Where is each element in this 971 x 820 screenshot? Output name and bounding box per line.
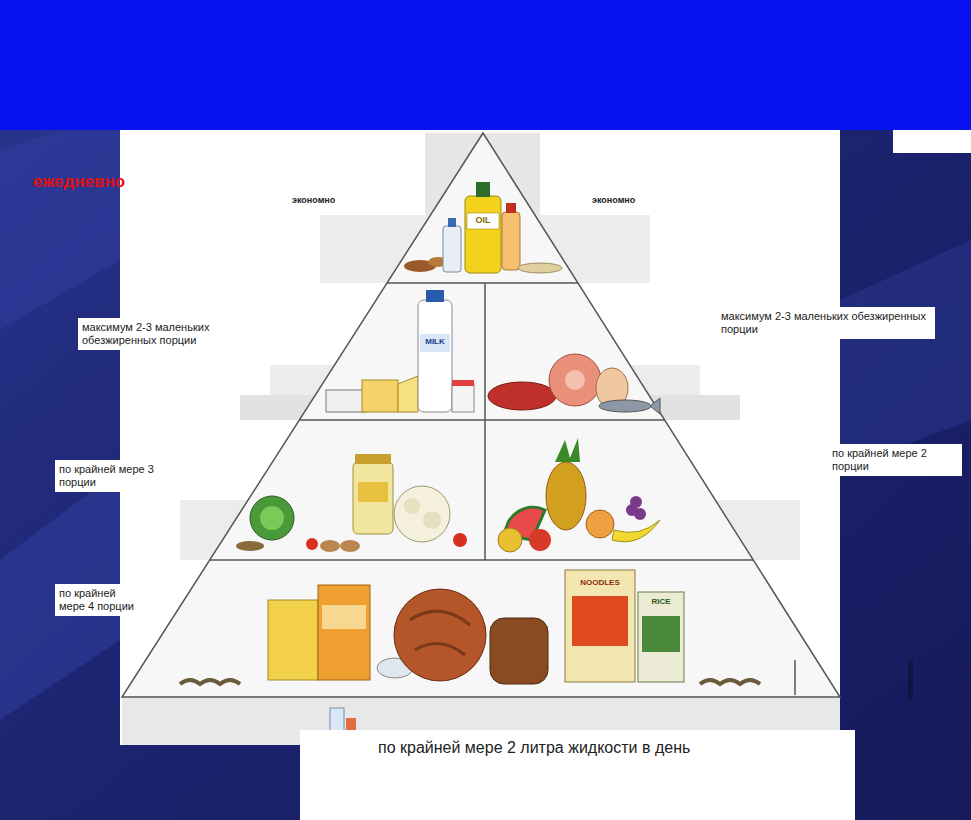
package-label: MILK xyxy=(421,337,449,346)
portion-note-box: максимум 2-3 маленьких обезжиренных порц… xyxy=(717,307,935,339)
package-label: NOODLES xyxy=(569,578,631,587)
portion-text: по крайней мере 2 литра жидкости в день xyxy=(378,738,847,757)
sparingly-note: экономно xyxy=(592,195,635,205)
portion-text: по крайней мере 2 порции xyxy=(832,447,958,473)
portion-note-box: по крайней мере 3 порции xyxy=(55,460,195,492)
portion-text: максимум 2-3 маленьких обезжиренных порц… xyxy=(721,310,931,336)
sparingly-note: экономно xyxy=(292,195,335,205)
portion-note-box: по крайней мере 4 порции xyxy=(55,584,147,616)
portion-note-box: по крайней мере 2 порции xyxy=(828,444,962,476)
portion-note-box: по крайней мере 2 литра жидкости в день xyxy=(300,730,855,820)
portion-text: по крайней мере 4 порции xyxy=(59,587,143,613)
portion-text: по крайней мере 3 порции xyxy=(59,463,191,489)
package-label: OIL xyxy=(470,215,496,225)
portion-note-box: максимум 2-3 маленьких обезжиренных порц… xyxy=(78,318,250,350)
portion-text: максимум 2-3 маленьких обезжиренных порц… xyxy=(82,321,246,347)
package-label: RICE xyxy=(644,597,678,606)
daily-heading: ежедневно xyxy=(33,172,125,192)
